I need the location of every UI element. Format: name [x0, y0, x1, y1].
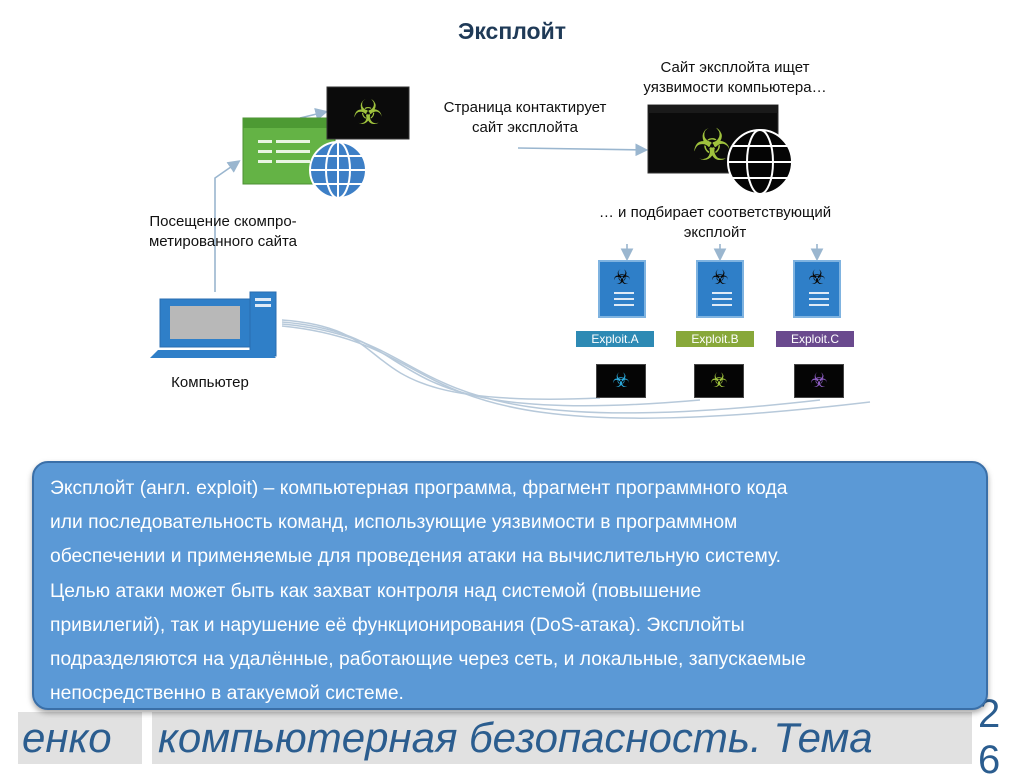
exploit-b-label: Exploit.B [676, 331, 754, 347]
globe-icon [309, 141, 367, 199]
definition-box: Эксплойт (англ. exploit) – компьютерная … [32, 461, 988, 710]
label-computer: Компьютер [171, 374, 249, 391]
curve-to-payload-c [281, 323, 821, 414]
footer-main-bg [152, 712, 972, 764]
definition-line: подразделяются на удалённые, работающие … [50, 649, 806, 671]
definition-line: Целью атаки может быть как захват контро… [50, 580, 702, 602]
payload-b-biohazard-icon: ☣ [694, 364, 744, 398]
exploit-c-label: Exploit.C [776, 331, 854, 347]
footer-left-bg [18, 712, 142, 764]
definition-line: Эксплойт (англ. exploit) – компьютерная … [50, 478, 788, 499]
label-site-searches: Сайт эксплойта ищет уязвимости компьютер… [643, 59, 827, 96]
connection-curves [281, 319, 871, 419]
page-number-bottom: 6 [978, 738, 1001, 782]
payload-a-biohazard-icon: ☣ [596, 364, 646, 398]
definition-line: или последовательность команд, использую… [50, 512, 738, 534]
footer-left-text: енко [22, 714, 112, 761]
computer-icon [150, 291, 277, 358]
exploit-c-doc-icon: ☣ [793, 260, 841, 318]
definition-line: непосредственно в атакуемой системе. [50, 683, 404, 705]
exploit-a-label: Exploit.A [576, 331, 654, 347]
definition-line: привилегий), так и нарушение её функцион… [50, 614, 745, 636]
arrow-page-to-exploit [299, 108, 329, 121]
curve-to-payload-a [281, 319, 601, 400]
exploit-window-small: ☣ [326, 86, 410, 140]
definition-line: обеспечении и применяемые для проведения… [50, 546, 782, 568]
footer-title-text: компьютерная безопасность. Тема [158, 714, 873, 761]
globe-icon-dark [727, 129, 793, 195]
arrow-to-exploit-screen [517, 143, 649, 157]
arrow-computer-to-site [214, 160, 241, 292]
svg-text:☣: ☣ [353, 93, 383, 133]
exploit-b-doc-icon: ☣ [696, 260, 744, 318]
label-selects-exploit: … и подбирает соответствующий эксплойт [598, 204, 832, 241]
label-visit: Посещение скомпро- метированного сайта [148, 213, 298, 250]
curve-to-payload-b [281, 321, 701, 407]
svg-text:☣: ☣ [692, 120, 731, 171]
page-title: Эксплойт [457, 18, 566, 44]
label-page-contacts: Страница контактирует сайт эксплойта [443, 99, 607, 136]
exploit-a-doc-icon: ☣ [598, 260, 646, 318]
payload-c-biohazard-icon: ☣ [794, 364, 844, 398]
